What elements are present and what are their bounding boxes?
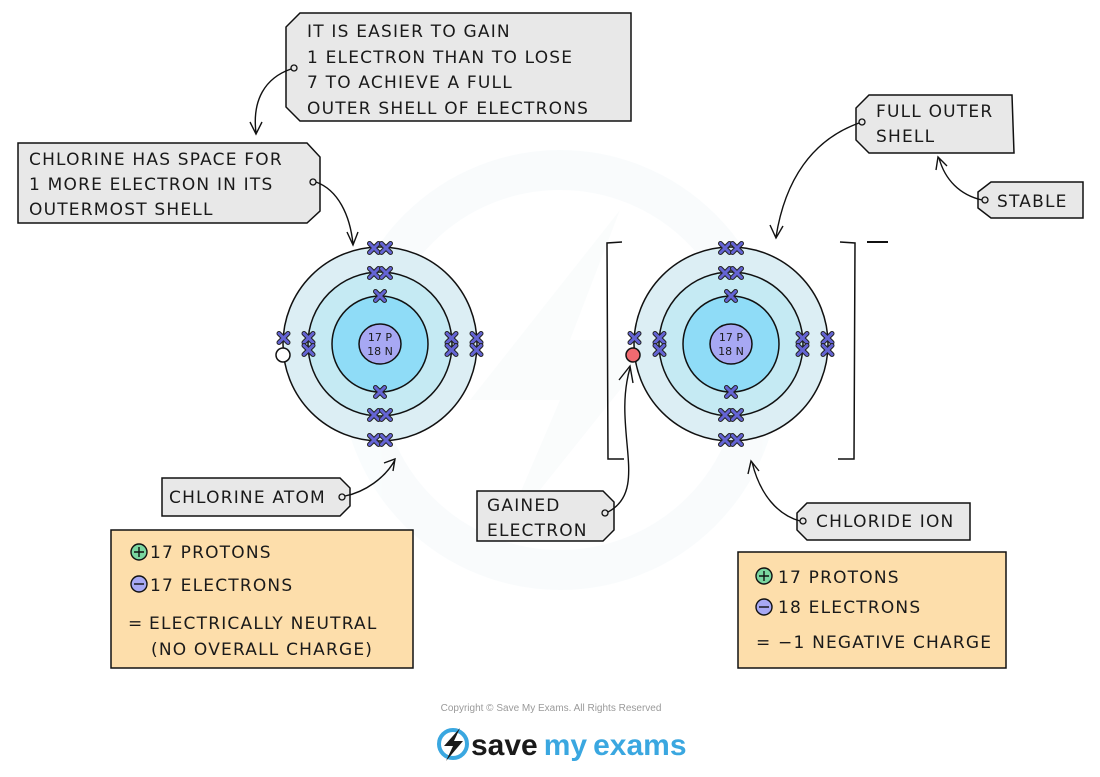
arrow-icon (607, 364, 634, 513)
callout-chlorine-atom: CHLORINE ATOM (161, 477, 351, 517)
electrons-count: 17 ELECTRONS (150, 576, 293, 596)
callout-line: IT IS EASIER TO GAIN (307, 22, 511, 42)
callout-line: STABLE (997, 192, 1068, 212)
left-bracket (606, 241, 624, 460)
callout-space-for-electron: CHLORINE HAS SPACE FOR 1 MORE ELECTRON I… (17, 142, 321, 224)
equals-sign: = (128, 614, 143, 634)
callout-line: 7 TO ACHIEVE A FULL (307, 73, 513, 93)
electron-icon (444, 343, 459, 357)
nucleus (358, 323, 402, 365)
charge-result-note: (NO OVERALL CHARGE) (151, 640, 373, 660)
electron-icon (730, 241, 744, 255)
electron-icon (301, 343, 316, 357)
electron-icon (718, 266, 732, 280)
equals-sign: = (756, 633, 771, 653)
arrow-icon (769, 122, 860, 240)
nucleus (709, 323, 753, 365)
arrow-icon (935, 155, 983, 201)
chloride-ion-diagram: 17 P 18 N (606, 241, 888, 460)
electron-icon (367, 433, 381, 447)
protons-count: 17 PROTONS (150, 543, 272, 563)
electron-icon (301, 331, 316, 345)
protons-count: 17 PROTONS (778, 568, 900, 588)
electron-icon (379, 241, 393, 255)
lightning-logo-icon (437, 728, 469, 760)
electron-icon (652, 331, 667, 345)
electron-icon (724, 385, 738, 399)
chlorine-atom-diagram: 17 P 18 N (275, 241, 484, 447)
callout-line: 1 ELECTRON THAN TO LOSE (307, 48, 573, 68)
gained-electron-dot (625, 347, 641, 363)
arrow-icon (344, 457, 396, 497)
callout-full-outer-shell: FULL OUTER SHELL (855, 94, 1015, 154)
ion-electrons (627, 241, 835, 447)
nucleus-neutrons: 18 N (367, 345, 393, 358)
callout-easier-to-gain: IT IS EASIER TO GAIN 1 ELECTRON THAN TO … (285, 12, 632, 122)
electron-icon (730, 408, 744, 422)
electron-icon (469, 331, 484, 345)
arrow-icon (747, 459, 801, 522)
electron-icon (795, 343, 810, 357)
electron-icon (367, 241, 381, 255)
nucleus-protons: 17 P (368, 331, 392, 344)
missing-electron-space (275, 347, 291, 363)
charge-result: ELECTRICALLY NEUTRAL (149, 614, 378, 634)
charge-result: −1 NEGATIVE CHARGE (778, 633, 992, 653)
copyright-text: Copyright © Save My Exams. All Rights Re… (441, 703, 662, 714)
electron-icon (730, 266, 744, 280)
callout-line: CHLORINE ATOM (169, 488, 326, 508)
callout-chloride-ion: CHLORIDE ION (796, 502, 971, 541)
electron-icon (652, 343, 667, 357)
right-bracket (838, 241, 856, 460)
electron-icon (276, 331, 291, 345)
callout-line: CHLORINE HAS SPACE FOR (29, 150, 283, 170)
electron-icon (373, 289, 387, 303)
callout-line: 1 MORE ELECTRON IN ITS (29, 175, 273, 195)
electrons-count: 18 ELECTRONS (778, 598, 921, 618)
nucleus-protons: 17 P (719, 331, 743, 344)
callout-line: GAINED (487, 496, 561, 516)
atom-electrons (276, 241, 484, 447)
ion-summary-box: 17 PROTONS 18 ELECTRONS = −1 NEGATIVE CH… (737, 551, 1007, 669)
callout-line: SHELL (876, 127, 935, 147)
electron-icon (367, 408, 381, 422)
electron-icon (795, 331, 810, 345)
electron-icon (444, 331, 459, 345)
electron-icon (820, 343, 835, 357)
electron-icon (718, 433, 732, 447)
callout-line: ELECTRON (487, 521, 588, 541)
electron-icon (373, 385, 387, 399)
electron-icon (718, 241, 732, 255)
atom-summary-box: 17 PROTONS 17 ELECTRONS = ELECTRICALLY N… (110, 529, 414, 669)
callout-gained-electron: GAINED ELECTRON (476, 490, 615, 542)
callout-line: OUTER SHELL OF ELECTRONS (307, 99, 589, 119)
electron-icon (367, 266, 381, 280)
electron-icon (724, 289, 738, 303)
arrow-icon (315, 181, 359, 247)
electron-icon (730, 433, 744, 447)
callout-stable: STABLE (977, 181, 1084, 219)
electron-icon (379, 433, 393, 447)
arrow-icon (249, 68, 292, 136)
electron-icon (379, 408, 393, 422)
electron-icon (718, 408, 732, 422)
electron-icon (469, 343, 484, 357)
callout-line: FULL OUTER (876, 102, 993, 122)
electron-icon (379, 266, 393, 280)
nucleus-neutrons: 18 N (718, 345, 744, 358)
electron-icon (820, 331, 835, 345)
electron-icon (627, 331, 642, 345)
callout-line: OUTERMOST SHELL (29, 200, 214, 220)
callout-line: CHLORIDE ION (816, 512, 954, 532)
